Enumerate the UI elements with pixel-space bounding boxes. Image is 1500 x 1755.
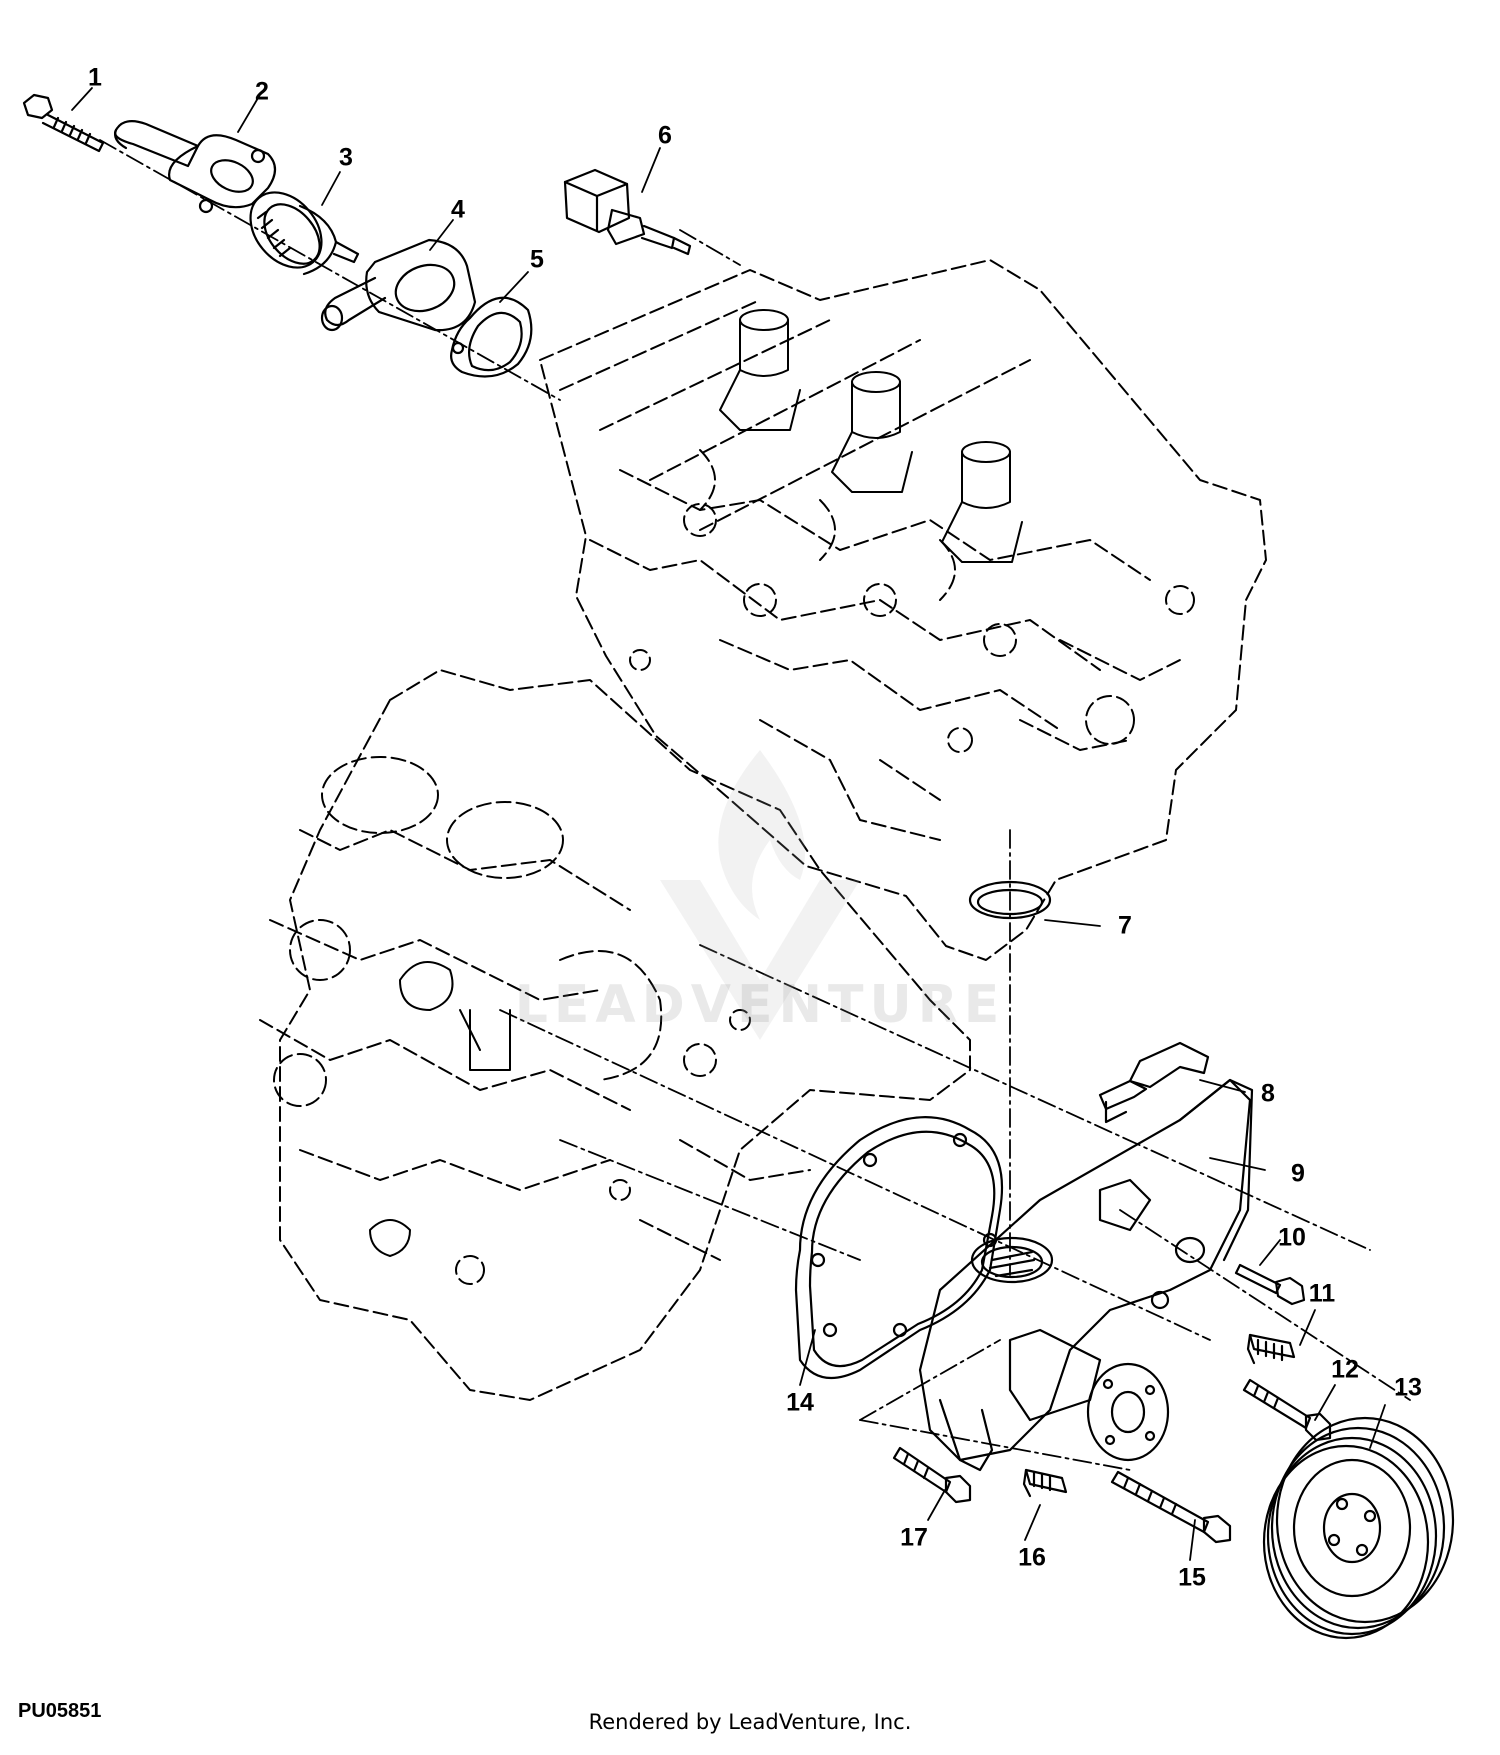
part-7-oring <box>968 880 1052 920</box>
part-10-bolt <box>1234 1263 1306 1306</box>
part-2-outlet <box>114 119 277 214</box>
cam-towers <box>719 309 1023 563</box>
figure-id: PU05851 <box>18 1700 102 1722</box>
callout-3: 3 <box>339 143 353 172</box>
callout-7: 7 <box>1118 911 1132 940</box>
part-12-bolt <box>1242 1378 1332 1442</box>
centerlines <box>99 139 1411 1471</box>
callout-11: 11 <box>1308 1279 1336 1308</box>
callout-8: 8 <box>1261 1079 1275 1108</box>
block-details <box>369 961 511 1257</box>
credit-line: Rendered by LeadVenture, Inc. <box>588 1710 912 1734</box>
cylinder-block <box>259 669 971 1401</box>
cylinder-head <box>539 259 1267 961</box>
callout-1: 1 <box>88 63 102 92</box>
part-5-gasket <box>450 296 533 378</box>
watermark-text: LEADVENTURE <box>514 975 1006 1035</box>
part-8-bracket <box>1098 1041 1210 1124</box>
callout-5: 5 <box>530 245 544 274</box>
part-14-gasket <box>794 1116 1004 1380</box>
part-13-pulley <box>1262 1416 1455 1640</box>
leader-lines <box>71 87 1386 1561</box>
part-16-dowel <box>1022 1468 1068 1498</box>
leadventure-watermark <box>660 750 860 1040</box>
part-6-sensor <box>563 168 692 256</box>
callout-16: 16 <box>1018 1543 1046 1572</box>
part-1-bolt <box>22 93 105 153</box>
callout-14: 14 <box>786 1388 814 1417</box>
callout-10: 10 <box>1278 1223 1306 1252</box>
callout-15: 15 <box>1178 1563 1206 1592</box>
part-17-bolt <box>892 1446 972 1504</box>
part-9-water-pump <box>918 1078 1254 1472</box>
part-15-bolt <box>1110 1470 1232 1544</box>
callout-2: 2 <box>255 77 269 106</box>
part-3-thermostat <box>249 191 360 276</box>
callout-17: 17 <box>900 1523 928 1552</box>
part-11-dowel <box>1246 1333 1296 1365</box>
callout-9: 9 <box>1291 1159 1305 1188</box>
callout-6: 6 <box>658 121 672 150</box>
callout-4: 4 <box>451 195 465 224</box>
callout-12: 12 <box>1331 1355 1359 1384</box>
part-4-housing <box>320 238 477 332</box>
callout-13: 13 <box>1394 1373 1422 1402</box>
